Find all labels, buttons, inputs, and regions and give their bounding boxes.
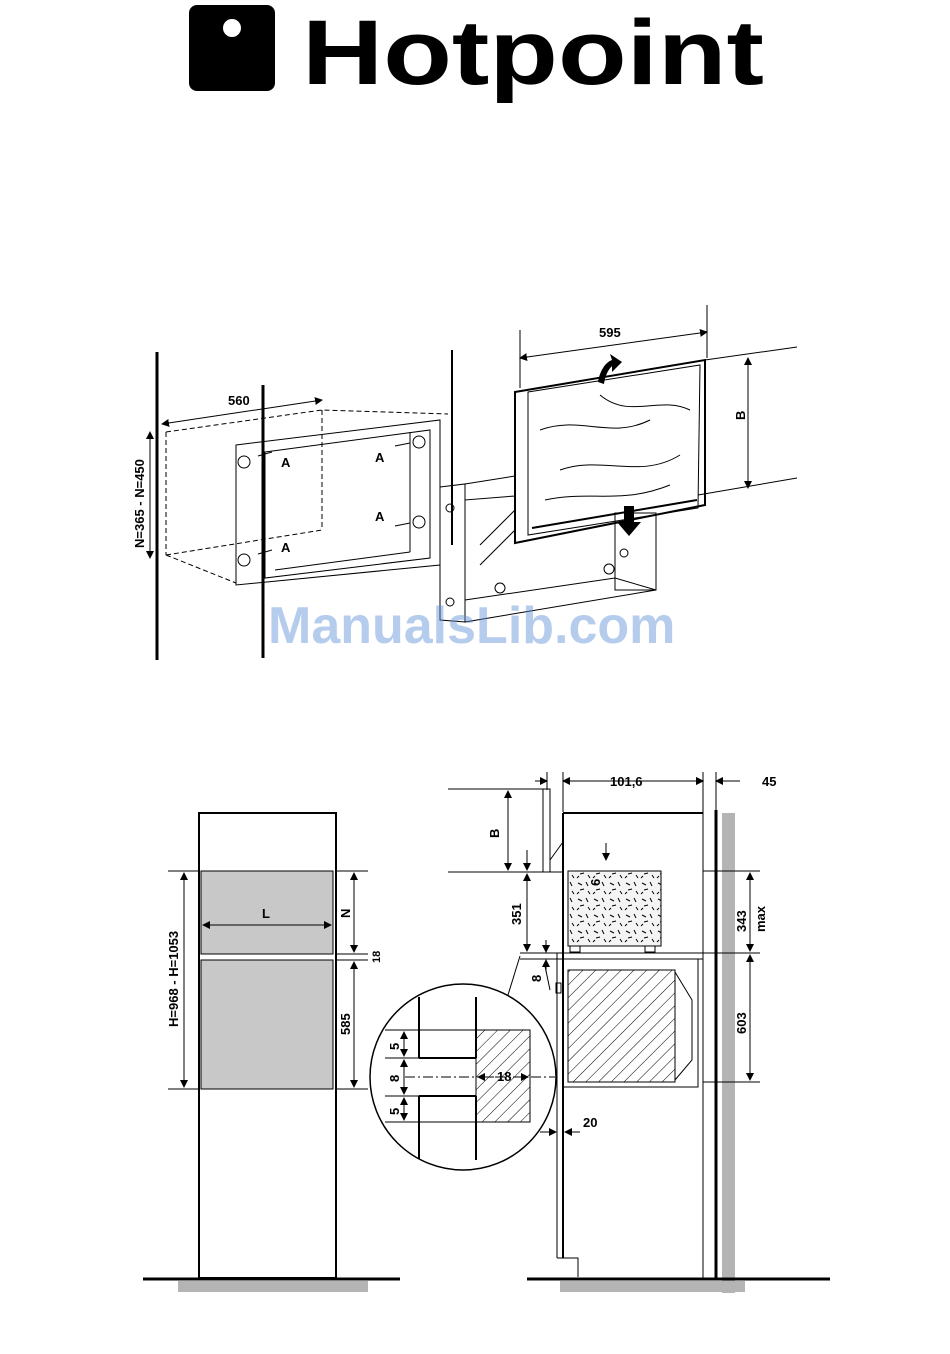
dimension-b: B <box>733 411 748 420</box>
screw-icon <box>620 549 628 557</box>
zoom-dimension-8: 8 <box>387 1075 402 1082</box>
dimension-height-range: H=968 - H=1053 <box>166 931 181 1027</box>
wall-shadow <box>722 813 735 1293</box>
screw-label: A <box>375 509 385 524</box>
dimension-595: 595 <box>599 325 621 340</box>
watermark: ManualsLib.com <box>268 597 675 655</box>
dimension-max-word: max <box>753 905 768 932</box>
logo-square-icon <box>189 5 275 91</box>
dimension-20: 20 <box>583 1115 597 1130</box>
dimension-603: 603 <box>734 1012 749 1034</box>
front-elevation: L H=968 - H=1053 N 18 585 <box>143 813 400 1292</box>
dimension-45: 45 <box>762 774 776 789</box>
dimension-b-side: B <box>487 829 502 838</box>
screw-label: A <box>375 450 385 465</box>
upper-appliance <box>568 871 661 946</box>
screw-icon <box>495 583 505 593</box>
screw-label: A <box>281 455 291 470</box>
screw-icon <box>238 550 272 566</box>
dimension-585: 585 <box>338 1013 353 1035</box>
dimension-18: 18 <box>371 951 383 963</box>
dimension-351: 351 <box>509 903 524 925</box>
floor-shadow-right <box>560 1281 745 1292</box>
zoom-dimension-5-bottom: 5 <box>387 1108 402 1115</box>
logo-wordmark: Hotpoint <box>302 2 764 104</box>
logo-dot-icon <box>223 19 241 37</box>
dimension-560: 560 <box>228 393 250 408</box>
floor-shadow <box>178 1281 368 1292</box>
dimension-6: 6 <box>588 879 603 886</box>
dimension-l: L <box>262 906 270 921</box>
screw-label: A <box>281 540 291 555</box>
dimension-8-side: 8 <box>529 975 544 982</box>
screw-icon <box>238 452 272 468</box>
dimension-343: 343 <box>734 910 749 932</box>
dimension-depth-range: N=365 - N=450 <box>132 459 147 548</box>
lower-panel <box>201 960 333 1089</box>
zoom-dimension-5-top: 5 <box>387 1043 402 1050</box>
dimension-101-6: 101,6 <box>610 774 643 789</box>
hotpoint-logo: Hotpoint <box>189 2 764 104</box>
zoom-detail: 5 8 5 18 <box>370 984 556 1170</box>
zoom-dimension-18: 18 <box>497 1069 511 1084</box>
oven-body <box>568 970 675 1082</box>
dimension-n: N <box>338 909 353 918</box>
screw-icon <box>604 564 614 574</box>
